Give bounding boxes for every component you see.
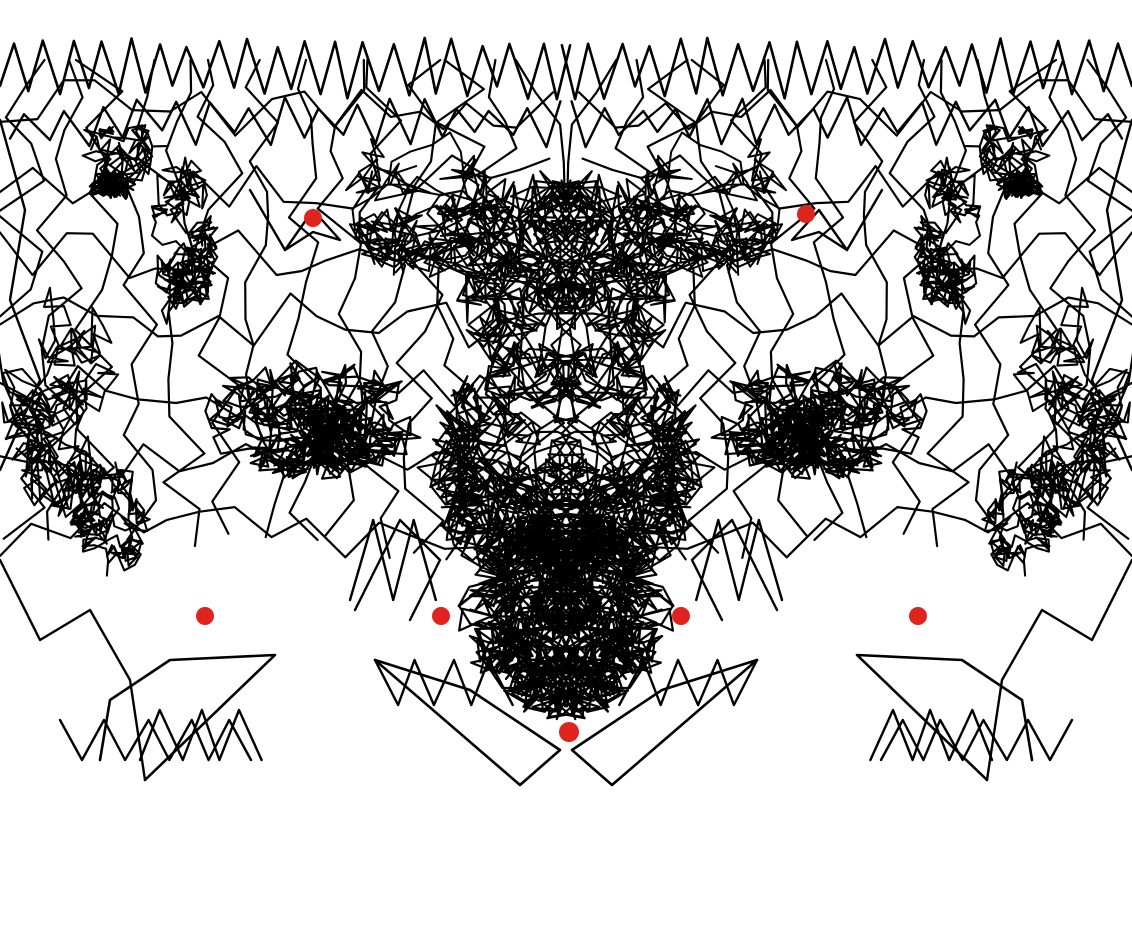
lower-center-spikes	[695, 518, 784, 602]
mesh-line	[0, 429, 566, 491]
mesh-line	[1008, 58, 1058, 534]
crown-inner-zigzag	[570, 96, 1124, 149]
mesh-line	[725, 58, 776, 559]
mesh-line	[561, 502, 1132, 561]
lower-wing-spikes	[138, 708, 263, 762]
mesh-line	[584, 359, 1132, 418]
tangle-cluster	[457, 504, 675, 721]
lower-wing-spikes	[869, 708, 994, 762]
crown-zigzag	[560, 36, 1132, 101]
crown-zigzag	[0, 36, 572, 101]
outer-edge	[985, 558, 1132, 782]
curve-layer	[0, 36, 1132, 787]
mesh-line	[577, 79, 1132, 137]
mesh-line	[0, 79, 555, 137]
mesh-line	[587, 229, 1132, 280]
mesh-line	[356, 58, 407, 559]
mesh-line	[609, 58, 656, 551]
tangle-cluster	[456, 170, 685, 392]
marker-lower-right-dot	[672, 607, 690, 625]
mesh-line	[687, 58, 737, 554]
upper-beak	[248, 188, 287, 252]
mesh-line	[194, 58, 244, 535]
mesh-line	[74, 58, 124, 534]
mesh-line	[244, 58, 286, 539]
marker-layer	[196, 205, 927, 742]
mesh-line	[0, 229, 545, 280]
tangle-cluster	[81, 124, 168, 201]
mesh-line	[0, 58, 46, 540]
upper-beak	[790, 208, 849, 252]
marker-lower-far-right-dot	[909, 607, 927, 625]
tangle-cluster	[913, 156, 982, 325]
mesh-line	[0, 502, 571, 561]
outer-edge	[0, 558, 147, 782]
center-wedge	[690, 518, 779, 622]
outer-triangle	[855, 653, 1034, 782]
mesh-line	[566, 429, 1132, 491]
lower-wing-spikes	[58, 718, 253, 762]
mesh-line	[122, 58, 158, 541]
mesh-line	[476, 58, 523, 551]
lower-wing-spikes	[879, 718, 1074, 762]
mesh-line	[395, 58, 445, 554]
mesh-line	[162, 58, 206, 548]
mesh-line	[766, 58, 816, 537]
mesh-line	[888, 58, 938, 535]
outer-edge	[1090, 118, 1132, 472]
mesh-line	[846, 58, 888, 539]
marker-lower-far-left-dot	[196, 607, 214, 625]
upper-beak	[283, 208, 342, 252]
tangle-cluster	[964, 124, 1051, 201]
mesh-line	[0, 154, 551, 210]
mesh-line	[0, 292, 576, 349]
marker-upper-right-dot	[797, 205, 815, 223]
mesh-line	[566, 58, 618, 548]
marker-upper-left-dot	[304, 209, 322, 227]
upper-beak	[845, 188, 884, 252]
center-triangle	[373, 658, 562, 787]
mesh-line	[286, 58, 323, 541]
center-triangle	[570, 658, 759, 787]
crown-inner-zigzag	[8, 96, 562, 149]
mesh-line	[974, 58, 1010, 541]
mesh-line	[809, 58, 846, 541]
marker-bottom-center-dot	[559, 722, 579, 742]
mesh-line	[0, 359, 548, 418]
mesh-line	[581, 154, 1132, 210]
mesh-line	[435, 58, 486, 561]
center-wedge	[353, 518, 442, 622]
mesh-line	[926, 58, 970, 548]
outer-edge	[0, 118, 42, 472]
mesh-line	[316, 58, 366, 537]
mesh-line	[556, 292, 1132, 349]
mesh-line	[1086, 58, 1132, 540]
outer-triangle	[98, 653, 277, 782]
tangle-cluster	[150, 156, 219, 325]
mesh-line	[514, 58, 566, 548]
tangle-cluster	[447, 170, 676, 392]
tangle-cluster	[416, 354, 701, 598]
lower-center-spikes	[348, 518, 437, 602]
mesh-line	[35, 58, 84, 541]
mesh-line	[1048, 58, 1097, 541]
marker-lower-left-dot	[432, 607, 450, 625]
mesh-line	[646, 58, 697, 561]
